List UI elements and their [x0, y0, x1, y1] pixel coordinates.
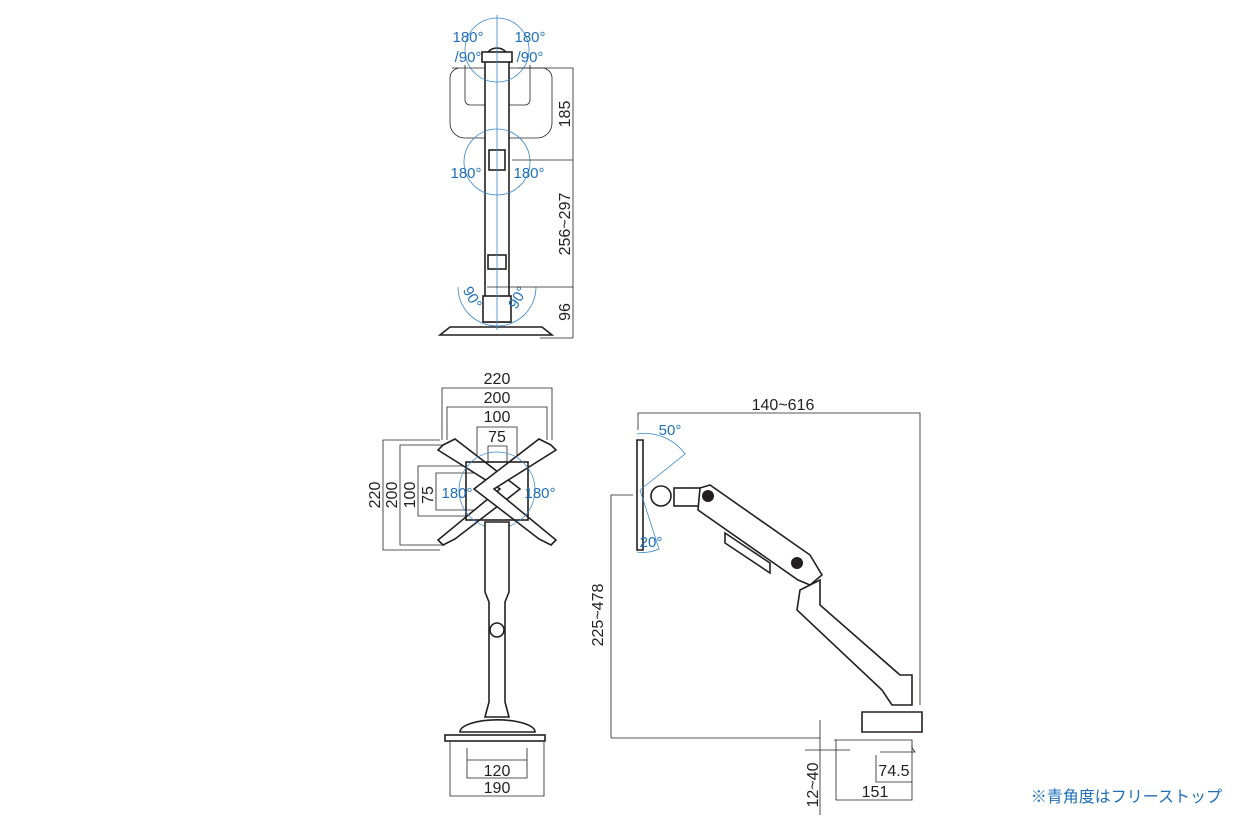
clamp-plate: [444, 734, 546, 742]
dimension-label: 75: [488, 429, 506, 446]
angle-label: 180°: [441, 485, 472, 502]
angle-label: 180°: [513, 165, 544, 182]
height-dimension-lines: [610, 494, 913, 815]
upper-arm: [697, 484, 824, 586]
horizontal-dimension-lines: [441, 387, 553, 462]
cable-cover: [724, 531, 771, 575]
angle-label: 50°: [659, 422, 682, 439]
monitor-plate: [636, 439, 644, 551]
side-view: 140~616 50° 20° 225~478 12~40 74.5 151: [590, 397, 923, 815]
angle-label: 20°: [640, 534, 663, 551]
reach-dimension-line: [637, 412, 921, 705]
top-view: 180° 180° /90° /90° 180° 180° 90° 90° 18…: [437, 15, 574, 339]
angle-label: 180°: [514, 29, 545, 46]
dimension-label: 100: [484, 409, 511, 426]
angle-label: /90°: [517, 49, 544, 66]
base-dimension-lines: [449, 742, 545, 797]
dimension-label: 12~40: [805, 762, 822, 807]
angle-label: 180°: [524, 485, 555, 502]
dimension-label: 190: [484, 780, 511, 797]
dimension-label: 200: [384, 482, 401, 509]
angle-label: 90°: [459, 284, 485, 312]
dimension-label: 256~297: [557, 193, 574, 256]
dimension-label: 220: [367, 482, 384, 509]
pivot-icon: [791, 557, 803, 569]
tilt-joint: [650, 485, 672, 507]
arm-pole: [483, 521, 511, 718]
angle-label: /90°: [455, 49, 482, 66]
dimension-label: 220: [484, 371, 511, 388]
tilt-down-arc: [636, 489, 660, 553]
dimension-label: 100: [402, 482, 419, 509]
tilt-up-arc: [636, 433, 686, 491]
dimension-label: 185: [557, 101, 574, 128]
free-stop-note: ※青角度はフリーストップ: [1031, 788, 1222, 806]
dimension-label: 200: [484, 390, 511, 407]
dimension-lines: [487, 67, 574, 339]
dimension-label: 96: [557, 303, 574, 321]
forearm-link: [673, 487, 703, 507]
clamp-base: [437, 326, 555, 336]
dimension-label: 74.5: [878, 763, 909, 780]
arm-base: [861, 711, 923, 733]
vesa-plate: [436, 438, 558, 546]
vertical-dimension-lines: [382, 439, 480, 551]
angle-label: 180°: [450, 165, 481, 182]
dimension-label: 140~616: [752, 397, 815, 414]
pivot-icon: [702, 490, 714, 502]
dimension-label: 225~478: [590, 584, 607, 647]
dimension-label: 120: [484, 763, 511, 780]
front-view: 220 200 100 75 220 200 100 75 180° 180° …: [367, 371, 558, 797]
dimension-label: 151: [862, 784, 889, 801]
pole-joint: [489, 622, 505, 638]
lower-arm: [796, 578, 913, 706]
base-cover: [459, 719, 536, 733]
dimension-label: 75: [420, 486, 437, 504]
angle-label: 180°: [452, 29, 483, 46]
